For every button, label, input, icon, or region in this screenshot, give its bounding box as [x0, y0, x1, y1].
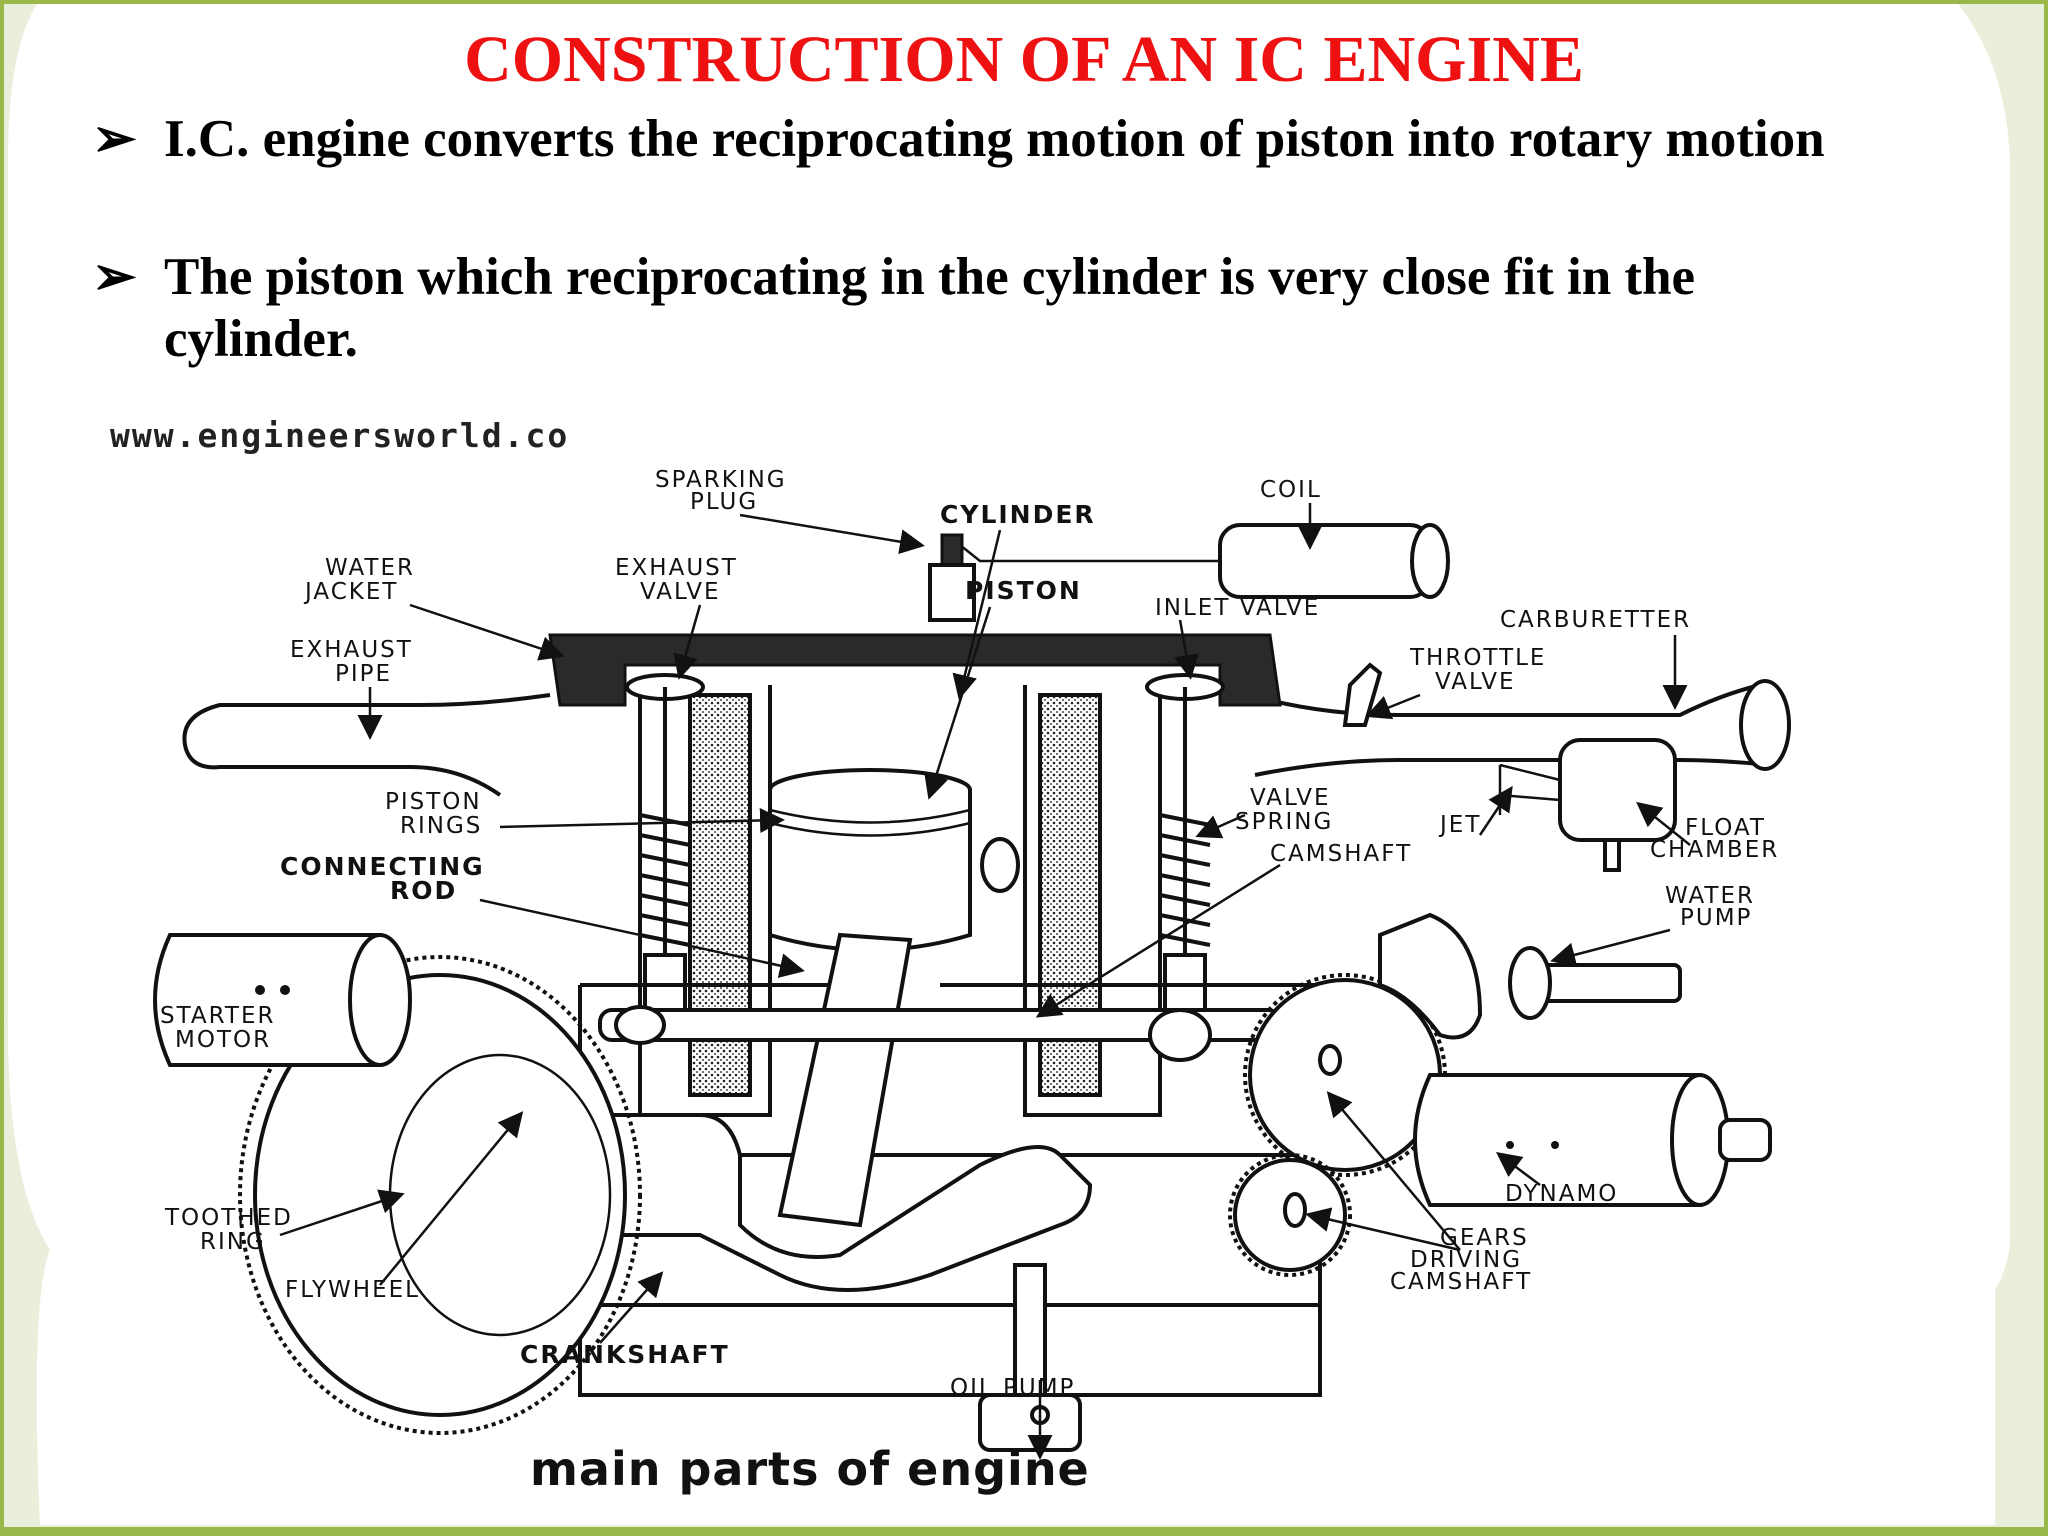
starter-motor — [153, 933, 382, 1067]
float-chamber-drain — [1603, 838, 1621, 872]
label-starter-motor-1: STARTER — [160, 1003, 275, 1029]
label-gears-1: GEARS — [1440, 1225, 1529, 1251]
label-inlet-valve: INLET VALVE — [1155, 595, 1320, 621]
label-exhaust-pipe-1: EXHAUST — [290, 637, 413, 663]
exhaust-pipe — [182, 693, 551, 797]
starter-dot-1 — [255, 985, 265, 995]
engine-diagram: www.engineersworld.co — [110, 416, 1791, 1496]
label-coil: COIL — [1260, 477, 1322, 503]
carburetter-intake — [1739, 679, 1791, 771]
label-throttle-valve-1: THROTTLE — [1409, 645, 1546, 671]
label-dynamo: DYNAMO — [1505, 1181, 1618, 1207]
cam-lobe-left — [614, 1005, 666, 1045]
label-water-pump-2: PUMP — [1680, 905, 1752, 931]
toothed-ring — [238, 955, 642, 1435]
label-starter-motor-2: MOTOR — [175, 1027, 271, 1053]
label-flywheel: FLYWHEEL — [285, 1277, 420, 1303]
water-pump-pulley — [1508, 946, 1552, 1020]
label-water-pump-1: WATER — [1665, 883, 1755, 909]
crank-gear-teeth — [1228, 1153, 1352, 1277]
label-water-jacket-2: JACKET — [303, 579, 398, 605]
label-water-jacket-1: WATER — [325, 555, 415, 581]
spark-plug-top — [940, 533, 964, 567]
label-cylinder: CYLINDER — [940, 500, 1096, 529]
label-sparking-plug-1: SPARKING — [655, 467, 787, 493]
water-pump-shaft — [1528, 963, 1682, 1003]
valve-spring-left — [639, 813, 691, 947]
starter-motor-end — [348, 933, 412, 1067]
camshaft-gear — [1248, 978, 1442, 1172]
bullet-text: The piston which reciprocating in the cy… — [164, 248, 1696, 368]
piston-rings — [769, 808, 971, 837]
label-sparking-plug-2: PLUG — [690, 489, 758, 515]
label-connecting-rod-2: ROD — [390, 876, 457, 905]
camshaft-gear-hole — [1318, 1044, 1342, 1076]
label-exhaust-valve-2: VALVE — [640, 579, 721, 605]
leader-arrows — [279, 503, 1691, 1460]
dynamo — [1413, 1073, 1702, 1207]
label-toothed-ring-1: TOOTHED — [164, 1205, 293, 1231]
spark-plug-body — [928, 563, 976, 622]
connecting-rod — [777, 932, 913, 1228]
float-chamber — [1558, 738, 1677, 842]
piston-body — [768, 790, 972, 952]
dynamo-shaft — [1718, 1118, 1772, 1162]
label-oil-pump: OIL PUMP — [950, 1375, 1075, 1401]
water-pump-body — [1378, 912, 1483, 1040]
dynamo-dot-1 — [1506, 1141, 1514, 1149]
cylinder-head — [548, 633, 1282, 707]
ignition-lead — [959, 544, 1220, 563]
label-toothed-ring-2: RING — [200, 1229, 266, 1255]
crank-gear-hole — [1283, 1192, 1307, 1228]
water-jacket-left — [688, 693, 752, 1097]
label-throttle-valve-2: VALVE — [1435, 669, 1516, 695]
label-piston-rings-2: RINGS — [400, 813, 482, 839]
bullet-arrow-icon: ➢ — [92, 248, 137, 306]
label-piston-rings-1: PISTON — [385, 789, 482, 815]
bullet-text: I.C. engine converts the reciprocating m… — [164, 110, 1825, 168]
label-float-chamber-1: FLOAT — [1685, 815, 1766, 841]
crankshaft — [538, 1113, 1093, 1292]
label-valve-spring-1: VALVE — [1250, 785, 1331, 811]
label-exhaust-pipe-2: PIPE — [335, 661, 392, 687]
label-jet: JET — [1438, 812, 1481, 838]
label-gears-2: DRIVING — [1410, 1247, 1522, 1273]
bullet-arrow-icon: ➢ — [92, 110, 137, 168]
crank-gear — [1233, 1158, 1347, 1272]
slide-title: CONSTRUCTION OF AN IC ENGINE — [464, 23, 1584, 96]
label-crankshaft: CRANKSHAFT — [520, 1340, 730, 1369]
cam-lobe — [1148, 1008, 1212, 1062]
label-carburetter: CARBURETTER — [1500, 607, 1691, 633]
label-gears-3: CAMSHAFT — [1390, 1269, 1532, 1295]
inlet-manifold — [1249, 682, 1773, 777]
label-connecting-rod-1: CONNECTING — [280, 852, 485, 881]
coil-end — [1410, 523, 1450, 599]
watermark-text: www.engineersworld.co — [110, 416, 569, 455]
starter-dot-2 — [280, 985, 290, 995]
label-camshaft: CAMSHAFT — [1270, 841, 1412, 867]
label-valve-spring-2: SPRING — [1235, 809, 1333, 835]
gudgeon-pin — [980, 837, 1020, 893]
valve-spring-right — [1159, 813, 1211, 947]
flywheel — [253, 973, 627, 1417]
diagram-caption: main parts of engine — [530, 1442, 1090, 1496]
dynamo-dot-2 — [1551, 1141, 1559, 1149]
ignition-coil — [1218, 523, 1432, 599]
label-float-chamber-2: CHAMBER — [1650, 837, 1779, 863]
label-exhaust-valve-1: EXHAUST — [615, 555, 738, 581]
